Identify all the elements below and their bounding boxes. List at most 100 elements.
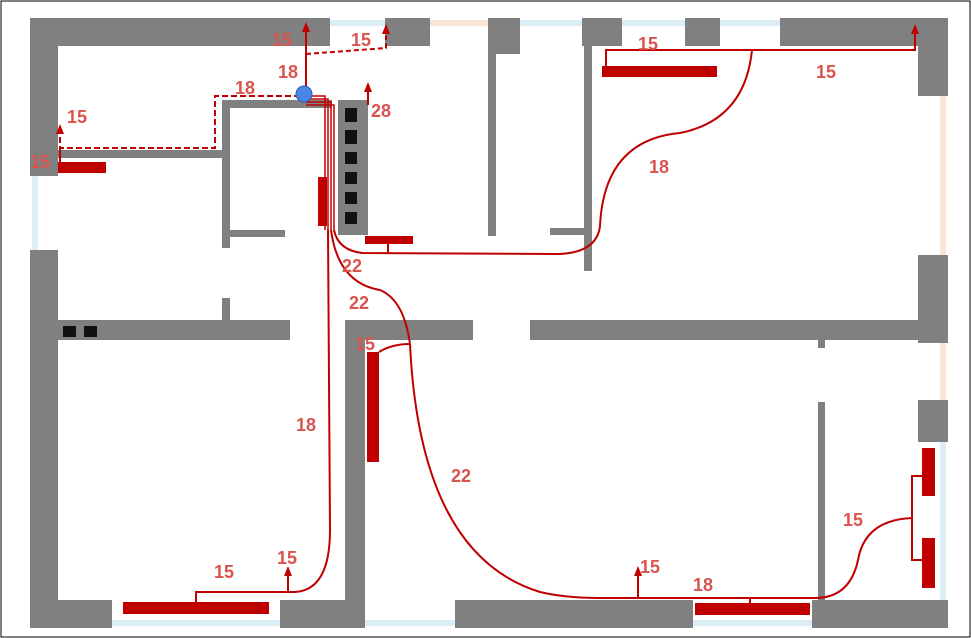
pipe-dashed-left (59, 95, 300, 149)
radiator-bottom-left (123, 602, 269, 614)
vent (345, 212, 357, 224)
label-top-right-pipe-15: 15 (816, 62, 836, 82)
pipe-big-curve-22 (409, 343, 815, 599)
wall-int-5 (488, 46, 496, 236)
label-big-curve-22: 22 (451, 466, 471, 486)
vent (345, 152, 357, 164)
radiators (58, 66, 935, 615)
walls (30, 18, 948, 628)
pipe-dashed-top (305, 30, 387, 55)
label-right-side-15: 15 (843, 510, 863, 530)
label-bottom-left-15-a: 15 (214, 562, 234, 582)
pipe-bundle-3 (306, 101, 332, 230)
wall-right-3 (918, 400, 948, 442)
pipe-labels: 15 15 18 18 15 15 28 15 15 18 22 22 15 1… (30, 30, 863, 595)
pipe-right-15 (814, 517, 913, 599)
window-bottom-3 (693, 620, 812, 626)
arrow-up (634, 566, 642, 576)
wall-bottom-3 (455, 600, 693, 628)
arrow-up (382, 24, 390, 34)
door-right-1 (940, 96, 946, 255)
window-top-1 (330, 20, 385, 26)
vent (345, 192, 357, 204)
window-top-3 (622, 20, 685, 26)
label-top-right-18: 18 (649, 157, 669, 177)
door-right-2 (940, 343, 946, 400)
label-bottom-left-15-b: 15 (277, 548, 297, 568)
label-riser-28: 28 (371, 101, 391, 121)
wall-int-8 (584, 46, 592, 271)
window-right (940, 442, 946, 600)
label-main-22-b: 22 (349, 293, 369, 313)
wall-int-3 (222, 100, 332, 108)
wall-right-1 (918, 18, 948, 96)
label-top-left-2: 15 (351, 30, 371, 50)
radiator-bottom-right (695, 603, 810, 615)
label-bottom-right-18: 18 (693, 575, 713, 595)
label-bottom-right-15: 15 (640, 557, 660, 577)
radiator-riser (318, 177, 327, 226)
vent (63, 326, 76, 337)
pipe-top-right-18 (333, 49, 753, 256)
wall-int-9 (222, 298, 230, 320)
wall-int-7 (550, 228, 586, 235)
label-top-left-1: 15 (272, 30, 292, 50)
label-left-rad-15: 15 (30, 152, 50, 172)
pipe-bundle-1 (306, 95, 326, 230)
radiator-right-1 (922, 448, 935, 496)
label-center-15: 15 (355, 334, 375, 354)
window-top-4 (720, 20, 780, 26)
wall-top-5 (685, 18, 720, 46)
arrow-up (364, 82, 372, 92)
radiator-corridor (365, 236, 413, 244)
windows (32, 20, 946, 626)
wall-int-4 (230, 230, 285, 237)
arrow-up (302, 22, 310, 32)
wall-right-2 (918, 255, 948, 343)
wall-int-11 (345, 320, 473, 340)
vent (345, 108, 357, 122)
wall-int-14 (818, 340, 825, 348)
wall-top-2 (385, 18, 430, 46)
label-top-right-rad-15: 15 (638, 34, 658, 54)
wall-top-3 (488, 18, 520, 46)
label-main-22-a: 22 (342, 256, 362, 276)
radiator-top-right (602, 66, 717, 77)
radiator-right-2 (922, 538, 935, 588)
wall-int-10 (58, 320, 290, 340)
wall-int-1 (58, 150, 222, 158)
wall-left-2 (30, 250, 58, 628)
wall-left-1 (30, 18, 58, 176)
vent (345, 130, 357, 144)
radiator-center (367, 352, 379, 462)
window-top-2 (520, 20, 582, 26)
arrows (56, 22, 919, 576)
label-corridor-18: 18 (235, 78, 255, 98)
vents (63, 108, 357, 337)
window-left (32, 176, 38, 250)
wall-bottom-1 (30, 600, 112, 628)
pipes (59, 30, 922, 603)
wall-top-4 (582, 18, 622, 46)
pipe-top-right-15 (605, 30, 916, 66)
wall-top-1 (30, 18, 330, 46)
label-riser-18: 18 (278, 62, 298, 82)
pipe-main-22 (330, 229, 411, 345)
label-left-up-15: 15 (67, 107, 87, 127)
door-top (430, 20, 488, 26)
pipe-left-18 (195, 229, 332, 602)
wall-int-2 (222, 100, 230, 248)
wall-int-13 (345, 320, 365, 628)
arrow-up (56, 124, 64, 134)
label-left-vertical-18: 18 (296, 415, 316, 435)
window-bottom-1 (112, 620, 280, 626)
arrow-up (911, 24, 919, 34)
pipe-right-bracket (911, 475, 922, 561)
window-bottom-2 (365, 620, 455, 626)
pipe-bundle-2 (306, 98, 329, 230)
vent (84, 326, 97, 337)
arrow-up (284, 566, 292, 576)
wall-int-6 (496, 46, 520, 54)
